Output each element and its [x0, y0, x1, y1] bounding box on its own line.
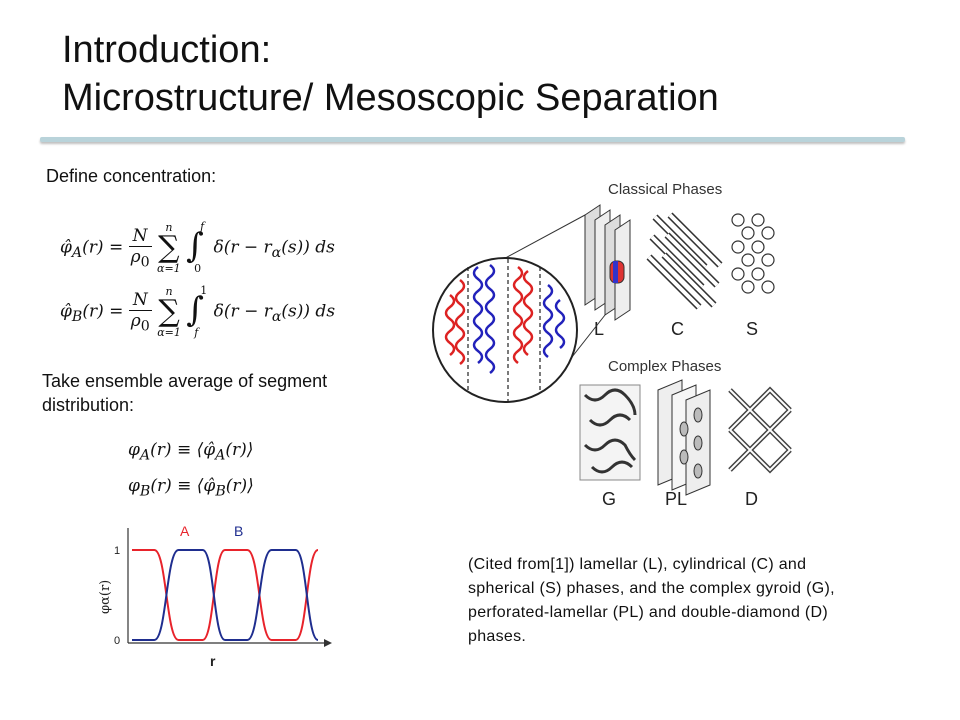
integral-lower: 0	[194, 262, 202, 275]
rho: ρ	[130, 310, 141, 331]
phase-structures-figure: Classical Phases Complex Phases L C S	[432, 181, 792, 509]
phi-symbol: φ	[128, 476, 140, 496]
subscript-a: A	[71, 244, 83, 261]
label-l: L	[594, 319, 604, 339]
numerator: N	[128, 290, 152, 311]
equiv-sign: ≡	[177, 476, 192, 496]
y-tick-0: 0	[114, 635, 120, 647]
integrand: δ(r − r	[213, 301, 272, 322]
subscript-a: A	[215, 447, 226, 464]
denominator: ρ0	[129, 311, 152, 334]
lamellar-structure	[584, 204, 631, 321]
average-close: (r)⟩	[225, 476, 254, 496]
concentration-profile-chart: 1 0 φα(r) r A B	[98, 523, 332, 669]
equation-phi-a-average: φA(r) ≡ ⟨φ̂A(r)⟩	[128, 440, 253, 463]
integral: ∫ 1 f	[186, 284, 208, 339]
title-divider	[40, 137, 905, 142]
integral: ∫ f 0	[186, 220, 208, 275]
integral-symbol: ∫	[186, 226, 204, 266]
phi-hat-symbol: φ̂	[60, 301, 72, 322]
equiv-sign: ≡	[176, 440, 192, 460]
rho-sub: 0	[140, 318, 150, 335]
slide-title-line-1: Introduction:	[62, 29, 272, 71]
summation: n ∑ α=1	[157, 222, 181, 274]
arg: (r)	[82, 237, 104, 258]
integrand: δ(r − r	[213, 237, 272, 258]
equation-phi-b-average: φB(r) ≡ ⟨φ̂B(r)⟩	[128, 476, 254, 499]
equals-sign: =	[108, 237, 124, 258]
cylindrical-structure	[646, 212, 723, 310]
denominator: ρ0	[129, 247, 152, 270]
average-open: ⟨φ̂	[196, 476, 216, 496]
numerator: N	[128, 226, 152, 247]
rho: ρ	[130, 246, 141, 267]
x-axis-arrow	[324, 639, 332, 647]
series-a-line	[132, 549, 319, 641]
perforated-lamellar-structure	[657, 379, 711, 496]
legend-a: A	[180, 523, 190, 539]
subscript-a: A	[139, 447, 151, 464]
sum-upper: n	[165, 285, 173, 298]
subscript-b: B	[215, 483, 226, 500]
arg: (r)	[150, 476, 172, 496]
slide-title-line-2: Microstructure/ Mesoscopic Separation	[62, 77, 719, 119]
legend-b: B	[234, 523, 243, 539]
arg: (r)	[150, 440, 172, 460]
label-g: G	[602, 489, 616, 509]
sum-lower: α=1	[157, 326, 181, 339]
arg: (r)	[82, 301, 104, 322]
integrand-tail: (s)) ds	[281, 301, 336, 322]
average-close: (r)⟩	[225, 440, 254, 460]
label-d: D	[745, 489, 758, 509]
complex-phases-title: Complex Phases	[608, 358, 721, 375]
integral-symbol: ∫	[186, 290, 204, 330]
figure-caption: (Cited from[1]) lamellar (L), cylindrica…	[468, 556, 835, 645]
subscript-b: B	[71, 308, 83, 325]
phi-hat-symbol: φ̂	[60, 237, 72, 258]
define-concentration-label: Define concentration:	[46, 166, 217, 186]
integral-upper: f	[200, 220, 205, 233]
integrand-tail: (s)) ds	[281, 237, 335, 258]
label-pl: PL	[665, 489, 687, 509]
phi-symbol: φ	[128, 440, 140, 460]
polymer-melt-circle	[432, 257, 578, 403]
spherical-structure	[731, 213, 775, 294]
label-s: S	[746, 319, 758, 339]
fraction-n-over-rho: N ρ0	[128, 290, 152, 334]
fraction-n-over-rho: N ρ0	[128, 226, 152, 270]
gyroid-structure	[579, 384, 641, 481]
y-axis-label: φα(r)	[98, 580, 113, 614]
x-axis-label: r	[210, 653, 216, 669]
integral-upper: 1	[200, 284, 208, 297]
label-c: C	[671, 319, 684, 339]
equation-phi-a-hat: φ̂A(r) = N ρ0 n ∑ α=1 ∫ f 0 δ(r − rα(s))…	[60, 220, 335, 275]
equation-phi-b-hat: φ̂B(r) = N ρ0 n ∑ α=1 ∫ 1 f δ(r − rα(s))…	[60, 284, 336, 339]
double-diamond-structure	[728, 386, 792, 474]
equals-sign: =	[109, 301, 124, 322]
y-tick-1: 1	[114, 545, 120, 557]
subscript-b: B	[139, 483, 151, 500]
integral-lower: f	[194, 326, 199, 339]
classical-phases-title: Classical Phases	[608, 181, 722, 198]
rho-sub: 0	[140, 254, 150, 271]
sigma-symbol: ∑	[158, 294, 180, 329]
series-b-line	[132, 549, 319, 641]
alpha-sub: α	[271, 308, 282, 325]
ensemble-average-label: Take ensemble average of segment distrib…	[42, 371, 328, 415]
summation: n ∑ α=1	[157, 286, 181, 338]
average-open: ⟨φ̂	[196, 440, 216, 460]
alpha-sub: α	[271, 244, 282, 261]
sum-upper: n	[165, 221, 173, 234]
sigma-symbol: ∑	[158, 230, 180, 265]
sum-lower: α=1	[157, 262, 181, 275]
